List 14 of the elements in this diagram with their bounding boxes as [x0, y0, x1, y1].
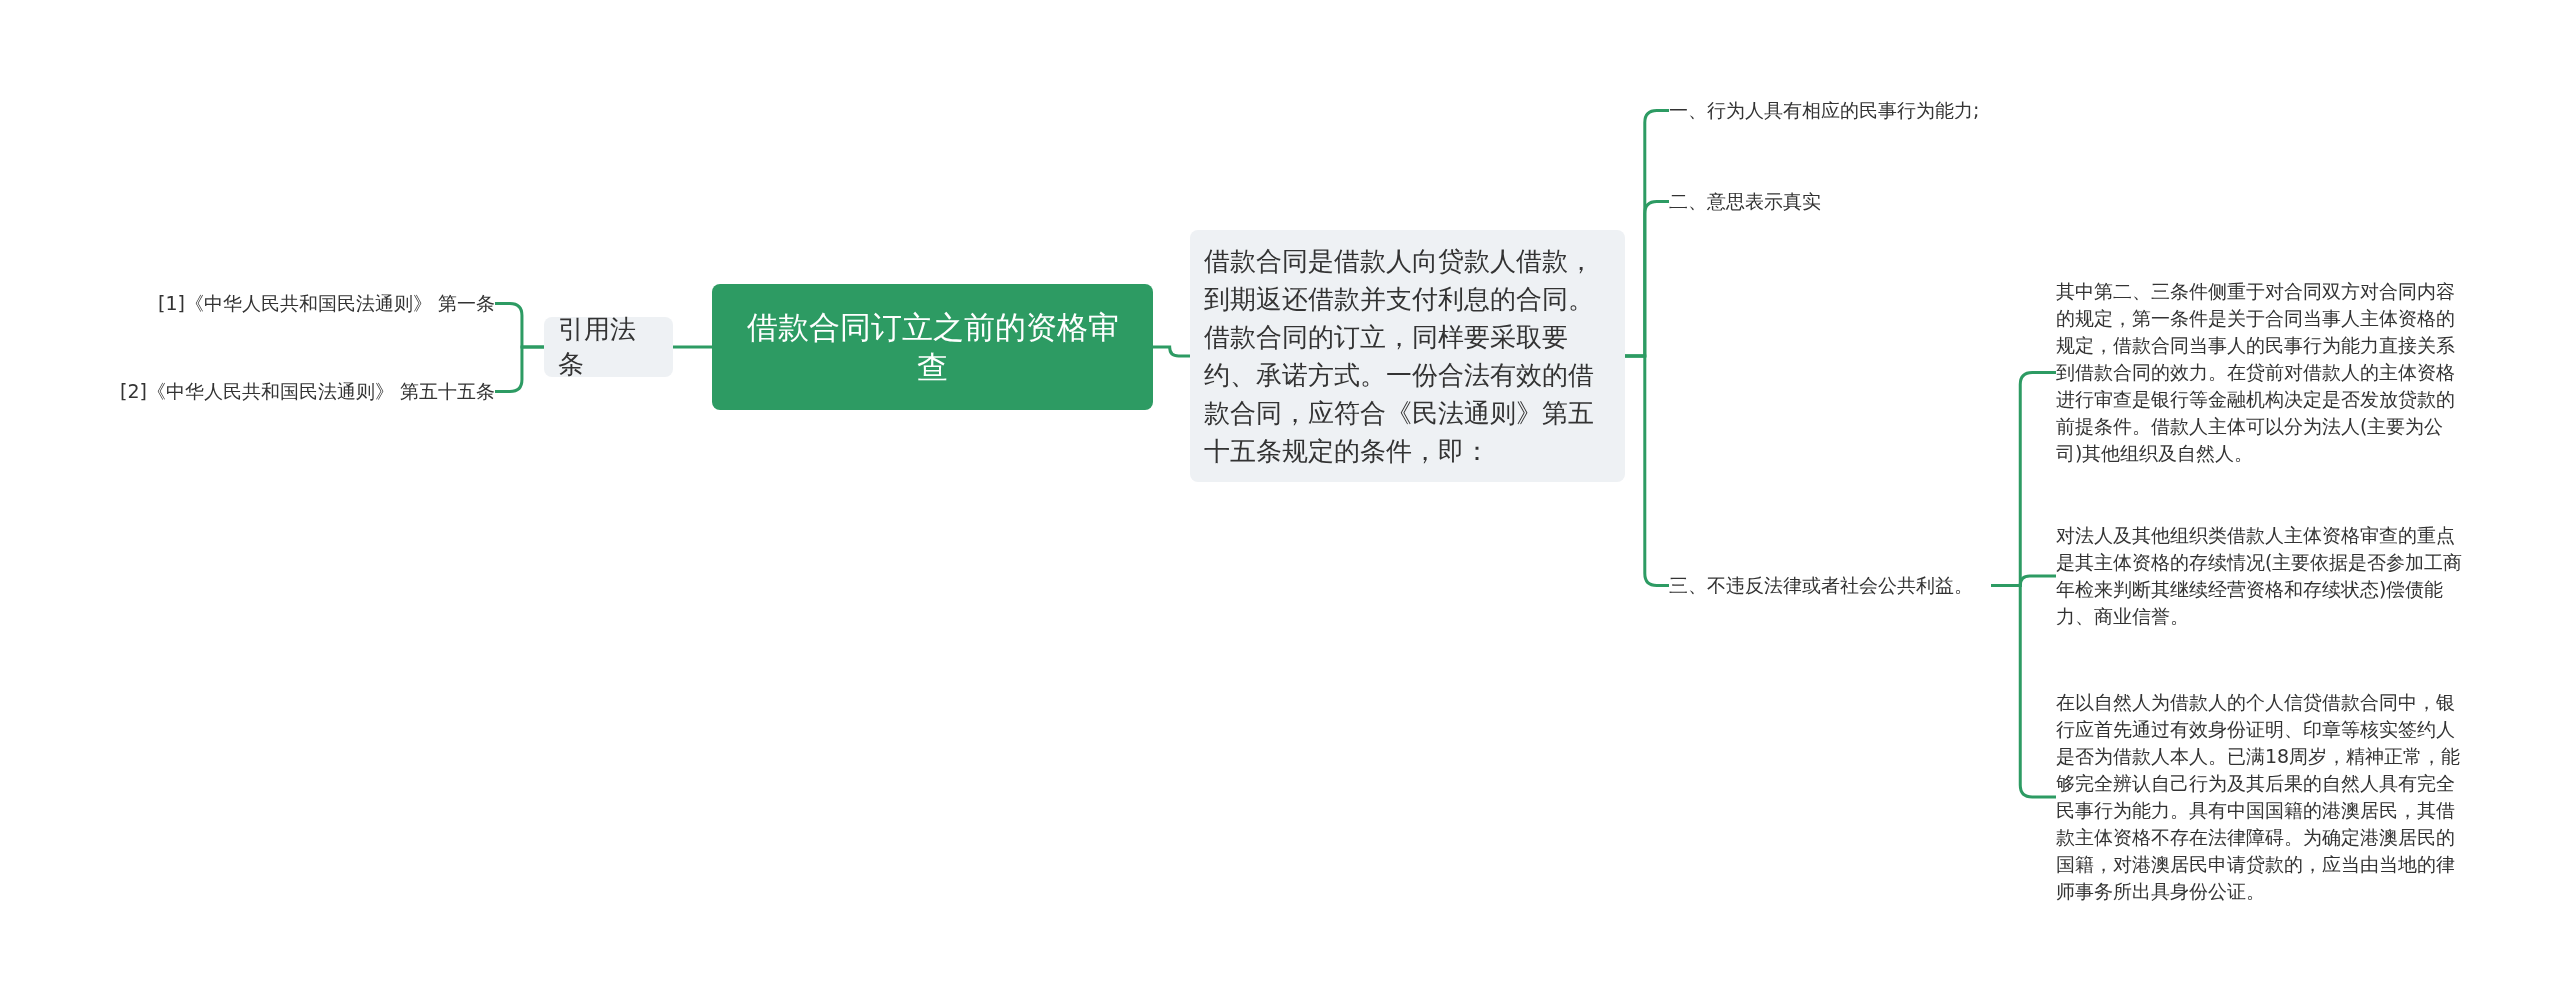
topic-text: 二、意思表示真实: [1669, 188, 1969, 215]
topic-box: 引用法条: [544, 317, 673, 377]
topic-text: 对法人及其他组织类借款人主体资格审查的重点是其主体资格的存续情况(主要依据是否参加工商年检来判断其继续经营资格和存续状态)偿债能力、商业信誉。: [2056, 522, 2466, 630]
topic-text: 在以自然人为借款人的个人信贷借款合同中，银行应首先通过有效身份证明、印章等核实签约人是否为借款人本人。已满18周岁，精神正常，能够完全辨认自己行为及其后果的自然人具有完全民事行为能力。具有中国国籍的港澳居民，其借款主体资格不存在法律障碍。为确定港澳居民的国籍，对港澳居民申请贷款的，应当由当地的律师事务所出具身份公证。: [2056, 689, 2466, 905]
topic-text: 一、行为人具有相应的民事行为能力;: [1669, 97, 2069, 124]
topic-text: [2]《中华人民共和国民法通则》 第五十五条: [40, 378, 495, 405]
connector-line: [1153, 345, 1190, 358]
topic-box: 借款合同是借款人向贷款人借款，到期返还借款并支付利息的合同。借款合同的订立，同样要采取要约、承诺方式。一份合法有效的借款合同，应符合《民法通则》第五十五条规定的条件，即：: [1190, 230, 1625, 482]
root-topic-box: 借款合同订立之前的资格审查: [712, 284, 1153, 410]
topic-text: 其中第二、三条件侧重于对合同双方对合同内容的规定，第一条件是关于合同当事人主体资格的规定，借款合同当事人的民事行为能力直接关系到借款合同的效力。在贷前对借款人的主体资格进行审查是银行等金融机构决定是否发放贷款的前提条件。借款人主体可以分为法人(主要为公司)其他组织及自然人。: [2056, 278, 2466, 467]
topic-text: [1]《中华人民共和国民法通则》 第一条: [60, 290, 495, 317]
topic-text: 三、不违反法律或者社会公共利益。: [1669, 572, 1991, 599]
connector-line: [673, 345, 712, 349]
connector-line: [495, 345, 544, 393]
